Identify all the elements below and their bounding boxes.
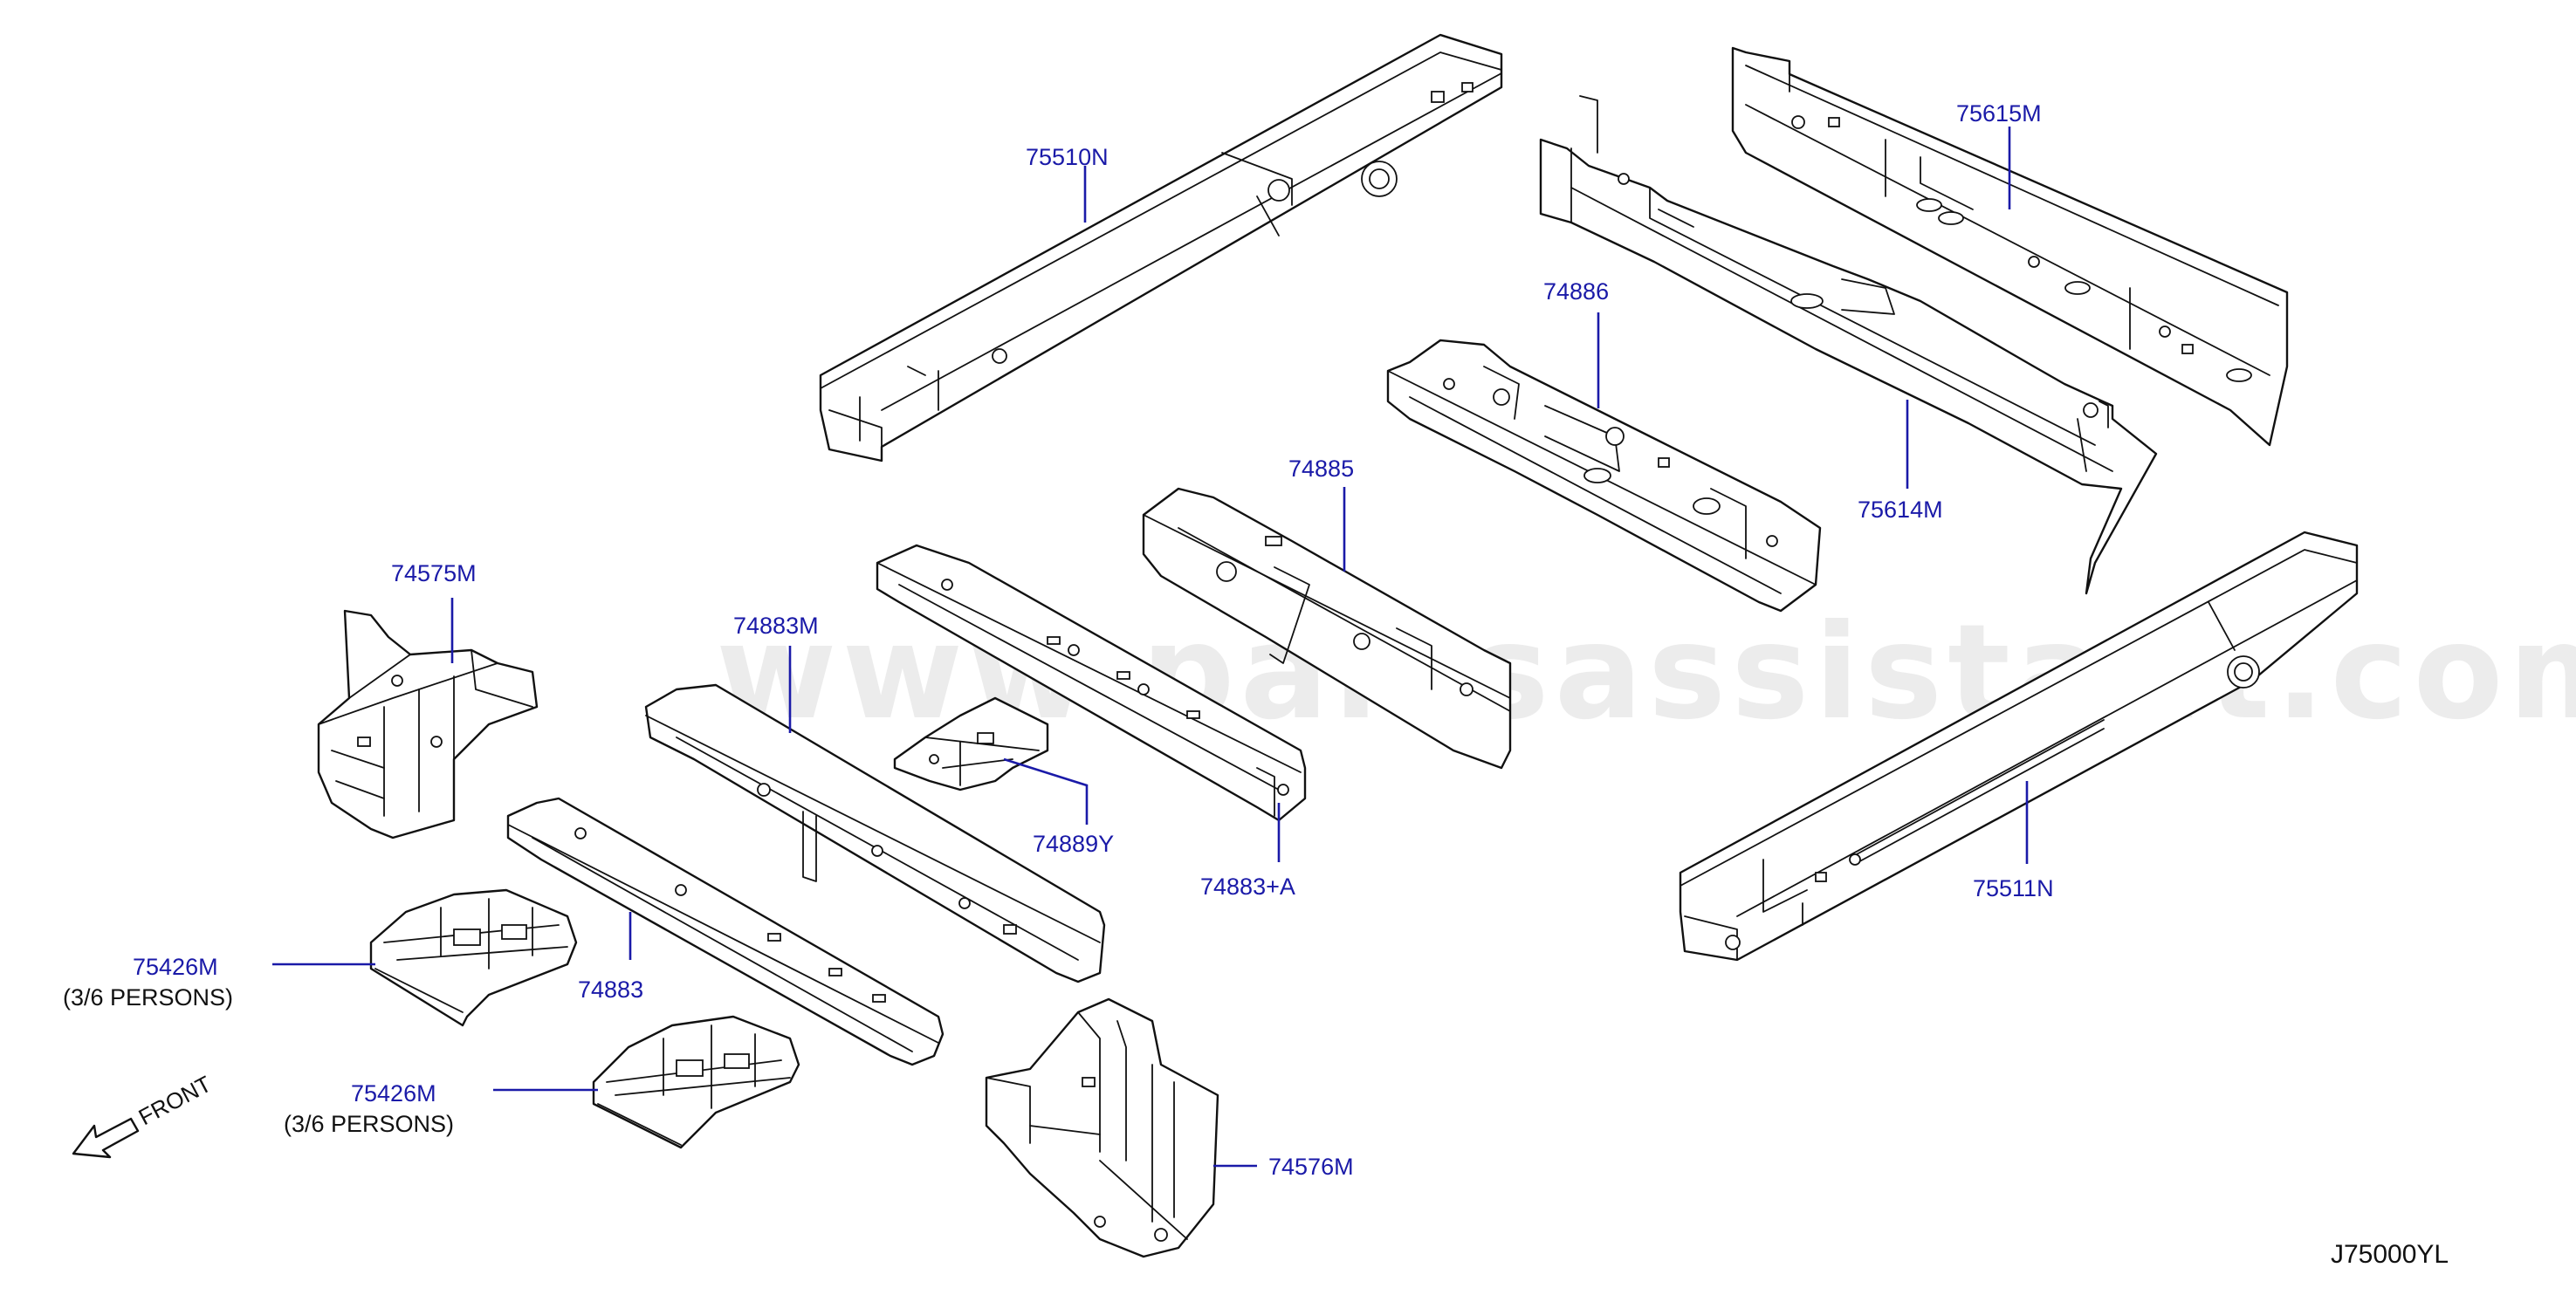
part-label-74883[interactable]: 74883 (578, 976, 643, 1003)
part-75426M-upper-drawing (369, 888, 578, 1027)
part-75426M-lower-drawing (592, 1015, 800, 1149)
part-label-75510N[interactable]: 75510N (1026, 144, 1109, 170)
part-74886-drawing (1386, 339, 1822, 613)
part-note-75426M-upper: (3/6 PERSONS) (63, 984, 233, 1011)
part-74575M-drawing (317, 609, 539, 839)
leader-74889Y (1003, 757, 1089, 825)
leader-lines (272, 127, 2029, 1168)
part-74885-drawing (1142, 487, 1512, 770)
part-label-75426M-upper[interactable]: 75426M (133, 954, 218, 980)
part-74883A-drawing (876, 544, 1307, 822)
front-label: FRONT (134, 1071, 216, 1131)
part-label-75426M-lower[interactable]: 75426M (351, 1080, 436, 1107)
part-75511N-drawing (1679, 531, 2359, 962)
part-label-75614M[interactable]: 75614M (1858, 497, 1943, 523)
part-75510N-drawing (819, 33, 1503, 462)
part-75614M-drawing (1539, 95, 2158, 595)
diagram-code: J75000YL (2331, 1240, 2449, 1269)
part-74576M-drawing (985, 997, 1219, 1258)
part-label-74575M[interactable]: 74575M (391, 560, 477, 586)
part-74889Y-drawing (893, 696, 1049, 791)
part-note-75426M-lower: (3/6 PERSONS) (284, 1111, 454, 1137)
part-75615M-drawing (1731, 46, 2289, 447)
part-label-75615M[interactable]: 75615M (1956, 100, 2042, 127)
part-74883-drawing (506, 797, 945, 1066)
front-arrow-icon (72, 1117, 140, 1159)
part-label-75511N[interactable]: 75511N (1973, 875, 2054, 901)
part-label-74886[interactable]: 74886 (1543, 278, 1609, 305)
part-label-74889Y[interactable]: 74889Y (1033, 831, 1114, 857)
part-label-74883A[interactable]: 74883+A (1200, 874, 1295, 900)
part-label-74576M[interactable]: 74576M (1268, 1154, 1354, 1180)
part-labels: 75510N 75615M 74886 75614M 74885 74575M … (63, 100, 2054, 1180)
part-label-74883M[interactable]: 74883M (733, 613, 819, 639)
front-direction-arrow: FRONT (72, 1071, 216, 1159)
part-74883M-drawing (644, 683, 1106, 983)
part-label-74885[interactable]: 74885 (1288, 456, 1354, 482)
